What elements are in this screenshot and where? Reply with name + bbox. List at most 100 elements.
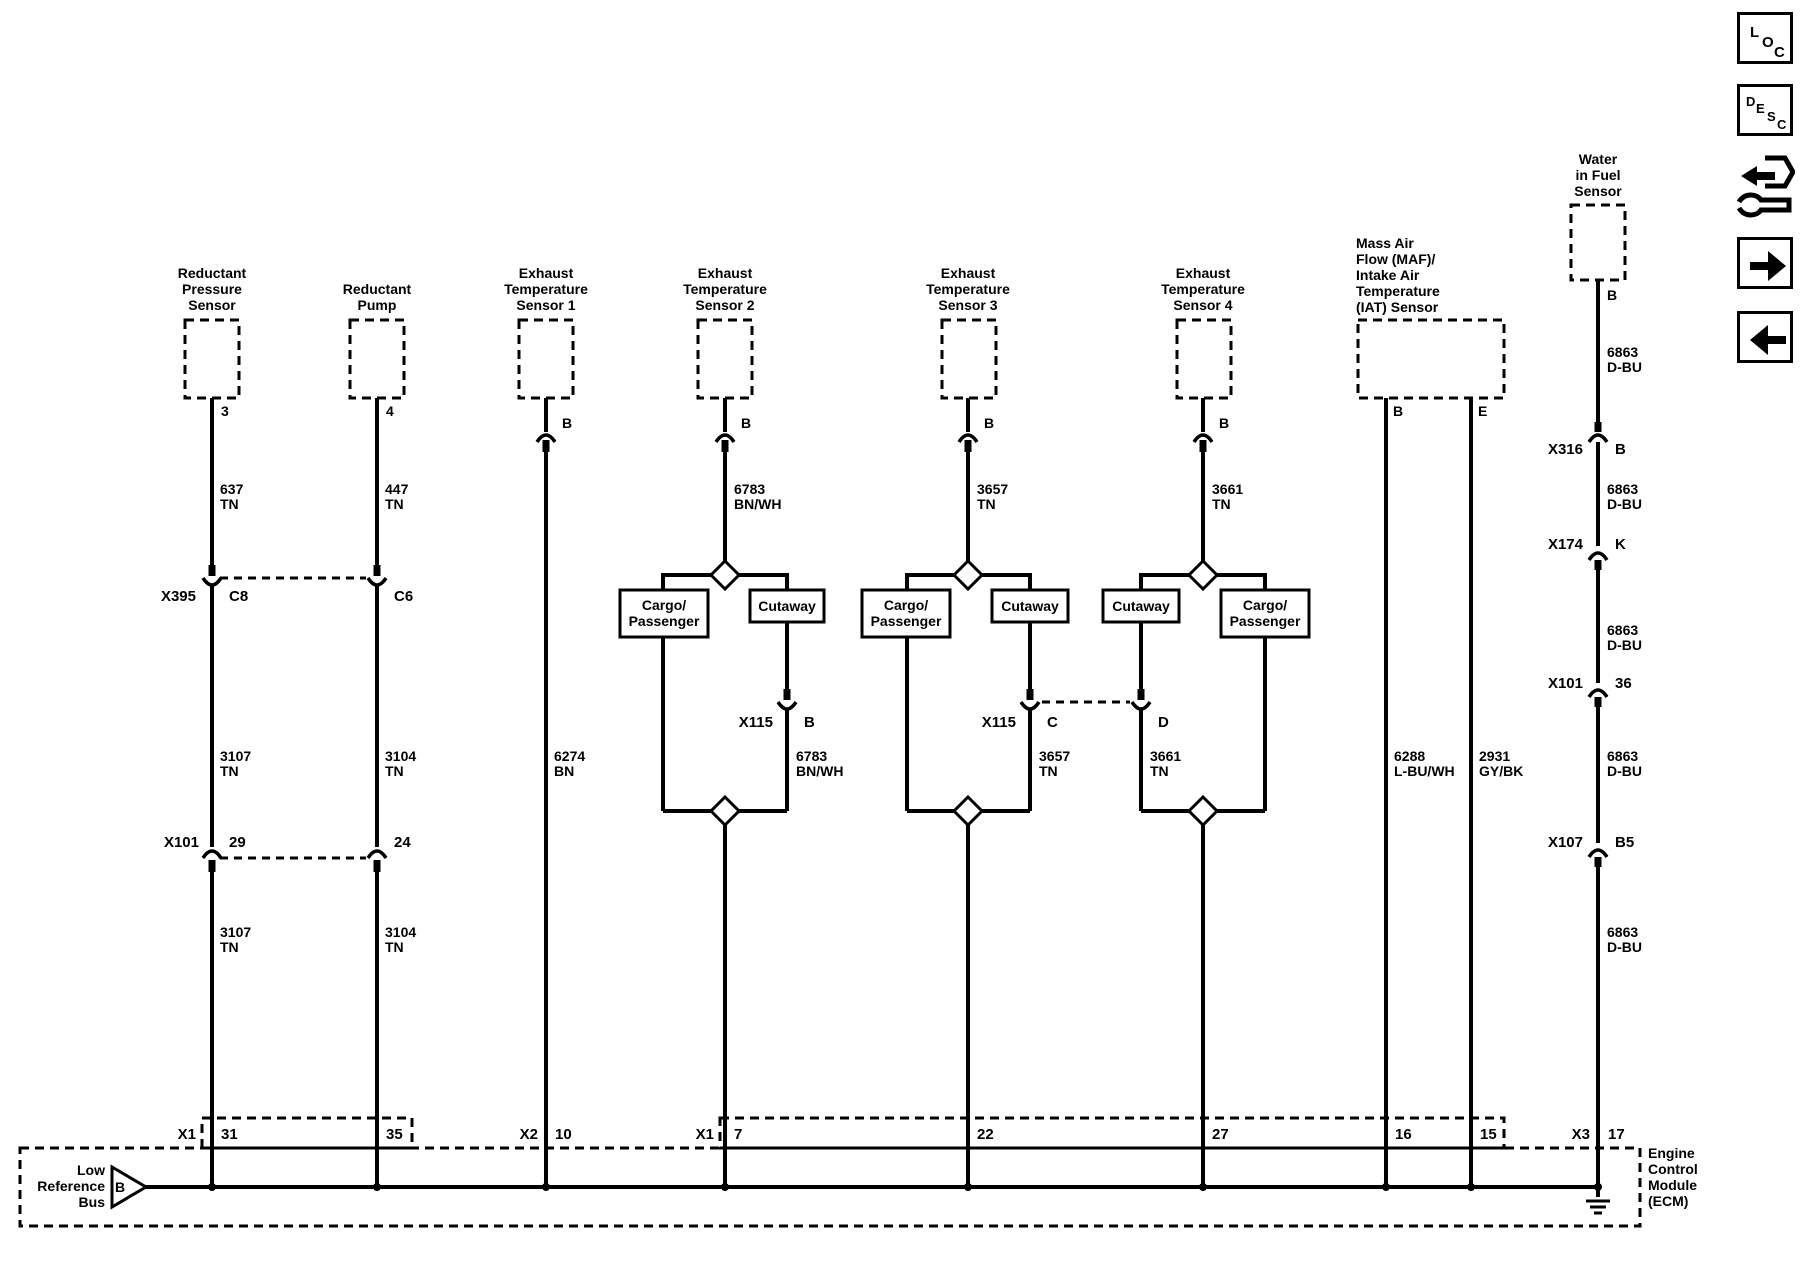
ecm-conn-x1-a: X1 xyxy=(178,1126,196,1143)
loc-button[interactable]: L O C xyxy=(1737,12,1793,64)
ecm-pin-27: 27 xyxy=(1212,1126,1229,1143)
connector-x115-b[interactable] xyxy=(776,700,798,711)
connector-x316[interactable] xyxy=(1587,433,1609,444)
conn-label-x101-24: 24 xyxy=(394,834,411,851)
option-s3-cargo-passenger[interactable] xyxy=(860,588,952,639)
pin-label-s2-b: B xyxy=(741,415,751,431)
desc-icon: D E S C xyxy=(1746,94,1787,132)
option-s2-cutaway[interactable] xyxy=(748,588,826,624)
exhaust-temp-sensor-2-box[interactable] xyxy=(696,318,754,400)
ecm-node-16 xyxy=(1382,1183,1390,1191)
splice-s3-top xyxy=(951,558,985,592)
s4-branch-right xyxy=(1217,573,1267,590)
ecm-node-22 xyxy=(964,1183,972,1191)
ecm-node-27 xyxy=(1199,1183,1207,1191)
connector-x395-c6[interactable] xyxy=(366,576,388,587)
ecm-node-31 xyxy=(208,1183,216,1191)
reductant-pump-box[interactable] xyxy=(348,318,406,400)
connector-x395-c8[interactable] xyxy=(201,576,223,587)
connector-s3-b[interactable] xyxy=(957,433,979,444)
connector-x174[interactable] xyxy=(1587,551,1609,562)
ecm-node-10 xyxy=(542,1183,550,1191)
option-s3-cargo-label: Cargo/Passenger xyxy=(871,597,942,629)
ecm-pin-15: 15 xyxy=(1480,1126,1497,1143)
splice-s3-bottom xyxy=(951,794,985,828)
option-s2-cargo-label: Cargo/Passenger xyxy=(629,597,700,629)
connector-x115-c[interactable] xyxy=(1019,700,1041,711)
connector-s2-b[interactable] xyxy=(714,433,736,444)
forward-button[interactable] xyxy=(1737,237,1793,289)
water-in-fuel-sensor-box[interactable] xyxy=(1569,203,1627,282)
conn-label-x107-pin: B5 xyxy=(1615,834,1634,851)
conn-label-x115-c: X115 xyxy=(982,714,1016,731)
ecm-pin-35: 35 xyxy=(386,1126,403,1143)
pin-label-s4-b: B xyxy=(1219,415,1229,431)
maf-iat-sensor-box[interactable] xyxy=(1356,318,1506,400)
ecm-pin-10: 10 xyxy=(555,1126,572,1143)
option-s4-cargo-passenger[interactable] xyxy=(1219,588,1311,639)
ecm-pin-31: 31 xyxy=(221,1126,238,1143)
connector-x101-29[interactable] xyxy=(201,849,223,860)
conn-label-x316: X316 xyxy=(1548,441,1583,458)
connector-x115-d[interactable] xyxy=(1130,700,1152,711)
option-s3-cutaway-label: Cutaway xyxy=(1001,598,1059,614)
s3-branch-right xyxy=(982,573,1032,590)
pin-label-maf-b: B xyxy=(1393,403,1403,419)
ground-bus-pin-label: B xyxy=(115,1179,125,1195)
option-s2-cargo-passenger[interactable] xyxy=(618,588,710,639)
conn-label-x316-pin: B xyxy=(1615,441,1626,458)
ecm-node-17 xyxy=(1594,1183,1602,1191)
ecm-pin-17: 17 xyxy=(1608,1126,1625,1143)
conn-label-x395: X395 xyxy=(161,588,196,605)
connector-x101-36[interactable] xyxy=(1587,688,1609,699)
s2-branch-left xyxy=(661,573,711,590)
connector-s1-b[interactable] xyxy=(535,433,557,444)
option-s2-cutaway-label: Cutaway xyxy=(758,598,816,614)
exhaust-temp-sensor-1-box[interactable] xyxy=(517,318,575,400)
back-button[interactable] xyxy=(1737,311,1793,363)
svg-text:O: O xyxy=(1762,34,1774,51)
connector-tool-button[interactable] xyxy=(1735,152,1796,220)
ecm-connector-x1-b-frame xyxy=(718,1116,1506,1150)
ecm-pin-16: 16 xyxy=(1395,1126,1412,1143)
s2-branch-right xyxy=(739,573,789,590)
ecm-pin-7: 7 xyxy=(734,1126,742,1143)
connector-x107[interactable] xyxy=(1587,848,1609,859)
connector-tool-icon xyxy=(1736,155,1796,218)
conn-label-x174-pin: K xyxy=(1615,536,1626,553)
ecm-pin-22: 22 xyxy=(977,1126,994,1143)
option-s3-cutaway[interactable] xyxy=(990,588,1070,624)
conn-label-x101-b: X101 xyxy=(1548,675,1583,692)
option-s4-cutaway[interactable] xyxy=(1101,588,1181,624)
connector-x101-24[interactable] xyxy=(366,849,388,860)
svg-text:L: L xyxy=(1750,24,1759,41)
ecm-conn-x2: X2 xyxy=(520,1126,538,1143)
reductant-pressure-sensor-box[interactable] xyxy=(183,318,241,400)
connector-s4-b[interactable] xyxy=(1192,433,1214,444)
conn-label-x395-c8: C8 xyxy=(229,588,248,605)
svg-text:C: C xyxy=(1777,117,1787,132)
desc-button[interactable]: D E S C xyxy=(1737,84,1793,136)
exhaust-temp-sensor-3-box[interactable] xyxy=(940,318,998,400)
conn-label-x115-b: X115 xyxy=(739,714,773,731)
exhaust-temp-sensor-4-box[interactable] xyxy=(1175,318,1233,400)
